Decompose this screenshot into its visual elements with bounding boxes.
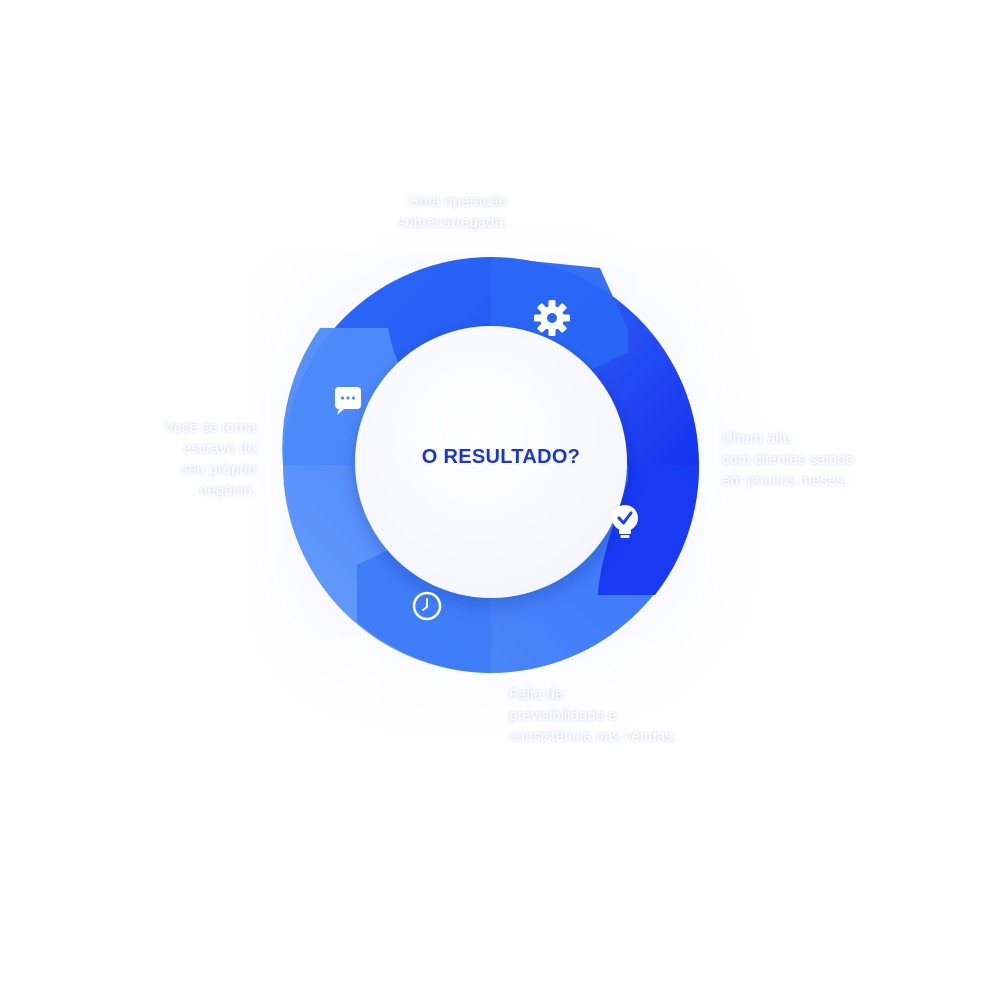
label-bottom: Falta de previsibilidade e consistência … [509,684,677,747]
label-bottom-line-2: previsibilidade e [509,707,617,724]
label-left: Você se torna escravo do seu próprio neg… [164,417,256,501]
label-top-line-2: sobrecarregada; [397,214,507,231]
label-bottom-line-3: consistência nas vendas; [509,728,677,745]
tab-right [598,465,700,595]
center-title: O RESULTADO? [421,446,581,468]
gear-icon [534,300,570,336]
tab-bottom [357,550,491,673]
label-right-line-3: em poucos meses; [722,472,848,489]
lightbulb-check-icon [612,505,638,538]
label-left-line-2: escravo do [182,440,256,457]
label-left-line-1: Você se torna [164,419,256,436]
label-right-line-1: Churn alto [722,430,792,447]
chat-bubble-icon [335,387,361,415]
center-circle [355,326,627,598]
label-top-line-1: Uma operação [408,193,507,210]
label-left-line-4: negócio. [199,482,256,499]
label-right-line-2: com clientes saindo [722,451,854,468]
label-top: Uma operação sobrecarregada; [398,191,507,233]
label-right: Churn alto com clientes saindo em poucos… [722,428,854,491]
clock-icon [412,591,442,621]
label-left-line-3: seu próprio [180,461,256,478]
label-bottom-line-1: Falta de [509,686,564,703]
